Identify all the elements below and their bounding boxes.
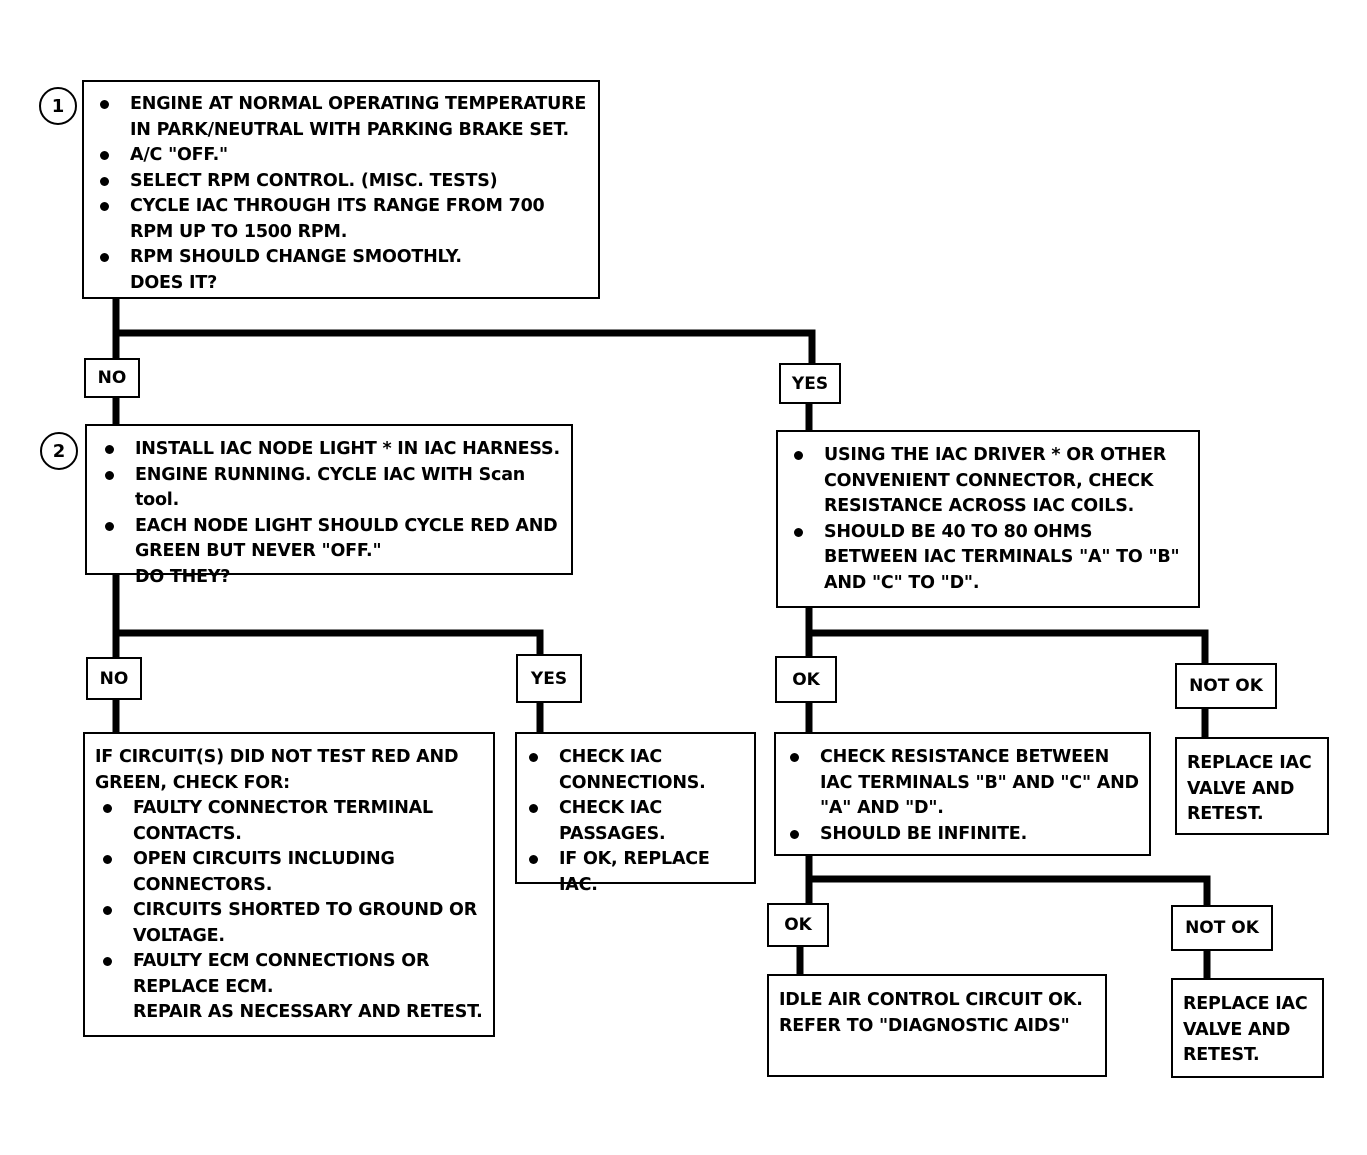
bullet-item: ENGINE AT NORMAL OPERATING TEMPERATURE I… — [92, 92, 590, 143]
bullet-item: USING THE IAC DRIVER * OR OTHER CONVENIE… — [786, 443, 1190, 520]
box-circuit-checks: IF CIRCUIT(S) DID NOT TEST RED AND GREEN… — [83, 732, 495, 1037]
ok-label: OK — [775, 656, 837, 703]
step-marker-2: 2 — [40, 432, 78, 470]
bullet-item: SHOULD BE INFINITE. — [782, 822, 1141, 848]
question-text: DO THEY? — [135, 566, 231, 587]
bullet-item: CYCLE IAC THROUGH ITS RANGE FROM 700 RPM… — [92, 194, 590, 245]
bullet-item: INSTALL IAC NODE LIGHT * IN IAC HARNESS. — [97, 437, 563, 463]
box-iac-node-light: INSTALL IAC NODE LIGHT * IN IAC HARNESS.… — [85, 424, 573, 587]
bullet-item: EACH NODE LIGHT SHOULD CYCLE RED AND GRE… — [97, 514, 563, 565]
bullet-item: ENGINE RUNNING. CYCLE IAC WITH Scan tool… — [97, 463, 563, 514]
bullet-item: FAULTY ECM CONNECTIONS OR REPLACE ECM. — [95, 949, 485, 1000]
bullet-item: IF OK, REPLACE IAC. — [521, 847, 748, 898]
no-label: NO — [86, 657, 142, 700]
yes-label: YES — [516, 654, 582, 703]
yes-label: YES — [779, 363, 841, 404]
no-label: NO — [84, 358, 140, 398]
not-ok-label: NOT OK — [1175, 663, 1277, 709]
ok-label: OK — [767, 903, 829, 947]
box-check-infinite-resistance: CHECK RESISTANCE BETWEEN IAC TERMINALS "… — [774, 732, 1151, 856]
bullet-item: CHECK IAC PASSAGES. — [521, 796, 748, 847]
closing-text: REPAIR AS NECESSARY AND RETEST. — [133, 1002, 483, 1022]
box-check-iac-connections: CHECK IAC CONNECTIONS. CHECK IAC PASSAGE… — [515, 732, 756, 895]
box-replace-iac-valve: REPLACE IAC VALVE AND RETEST. — [1175, 737, 1329, 835]
step-marker-1: 1 — [39, 87, 77, 125]
bullet-item: SHOULD BE 40 TO 80 OHMS BETWEEN IAC TERM… — [786, 520, 1190, 597]
bullet-item: CHECK RESISTANCE BETWEEN IAC TERMINALS "… — [782, 745, 1141, 822]
bullet-item: RPM SHOULD CHANGE SMOOTHLY. — [92, 245, 590, 271]
bullet-item: SELECT RPM CONTROL. (MISC. TESTS) — [92, 169, 590, 195]
bullet-item: CHECK IAC CONNECTIONS. — [521, 745, 748, 796]
intro-text: IF CIRCUIT(S) DID NOT TEST RED AND GREEN… — [95, 747, 459, 793]
box-check-coil-resistance: USING THE IAC DRIVER * OR OTHER CONVENIE… — [776, 430, 1200, 608]
box-circuit-ok: IDLE AIR CONTROL CIRCUIT OK. REFER TO "D… — [767, 974, 1107, 1077]
bullet-item: FAULTY CONNECTOR TERMINAL CONTACTS. — [95, 796, 485, 847]
bullet-item: A/C "OFF." — [92, 143, 590, 169]
box-replace-iac-valve: REPLACE IAC VALVE AND RETEST. — [1171, 978, 1324, 1078]
not-ok-label: NOT OK — [1171, 905, 1273, 951]
box-engine-conditions: ENGINE AT NORMAL OPERATING TEMPERATURE I… — [82, 80, 600, 299]
bullet-item: OPEN CIRCUITS INCLUDING CONNECTORS. — [95, 847, 485, 898]
question-text: DOES IT? — [130, 272, 218, 293]
bullet-item: CIRCUITS SHORTED TO GROUND OR VOLTAGE. — [95, 898, 485, 949]
